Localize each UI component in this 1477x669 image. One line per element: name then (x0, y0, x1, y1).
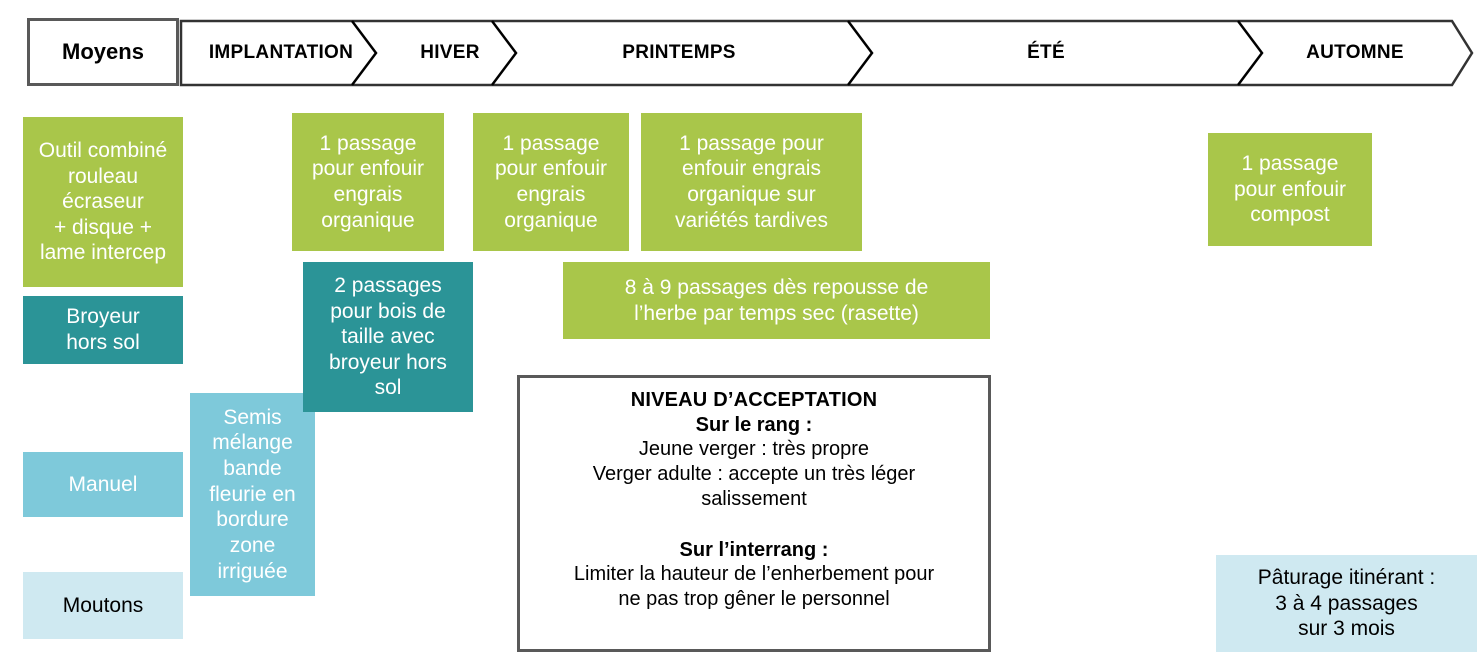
timeline-arrow-shape (179, 19, 1474, 87)
phase-label-implantation[interactable]: IMPLANTATION (208, 42, 354, 63)
acceptation-interrang-body: Limiter la hauteur de l’enherbement pour… (573, 562, 935, 610)
box-outil-combine[interactable]: Outil combiné rouleau écraseur + disque … (23, 117, 183, 287)
chevron-divider-1 (351, 20, 378, 86)
chevron-divider-4 (1237, 20, 1264, 86)
acceptation-interrang-heading: Sur l’interrang : (679, 538, 829, 561)
acceptation-rang-body: Jeune verger : très propre Verger adulte… (592, 438, 916, 511)
timeline-banner: Moyens IMPLANTATION HIVER PRINTEMPS ÉTÉ … (0, 0, 1477, 100)
box-paturage-itinerant[interactable]: Pâturage itinérant : 3 à 4 passages sur … (1216, 555, 1477, 652)
box-moutons[interactable]: Moutons (23, 572, 183, 639)
box-passage-tardives[interactable]: 1 passage pour enfouir engrais organique… (641, 113, 862, 251)
moyens-title-box[interactable]: Moyens (27, 18, 179, 86)
box-passage-hiver[interactable]: 1 passage pour enfouir engrais organique (292, 113, 444, 251)
box-broyeur-hors-sol[interactable]: Broyeur hors sol (23, 296, 183, 364)
phase-label-automne[interactable]: AUTOMNE (1306, 42, 1404, 63)
box-manuel[interactable]: Manuel (23, 452, 183, 517)
acceptation-rang-heading: Sur le rang : (695, 414, 813, 436)
phase-label-ete[interactable]: ÉTÉ (1027, 42, 1065, 63)
moyens-label: Moyens (62, 39, 144, 64)
box-deux-passages-bois[interactable]: 2 passages pour bois de taille avec broy… (303, 262, 473, 412)
box-passage-compost[interactable]: 1 passage pour enfouir compost (1208, 133, 1372, 246)
niveau-acceptation-panel: NIVEAU D’ACCEPTATION Sur le rang : Jeune… (517, 375, 991, 652)
box-passage-printemps[interactable]: 1 passage pour enfouir engrais organique (473, 113, 629, 251)
box-huit-neuf-passages[interactable]: 8 à 9 passages dès repousse de l’herbe p… (563, 262, 990, 339)
phase-label-printemps[interactable]: PRINTEMPS (622, 42, 736, 63)
box-semis-melange[interactable]: Semis mélange bande fleurie en bordure z… (190, 393, 315, 596)
chevron-divider-3 (847, 20, 874, 86)
phase-label-hiver[interactable]: HIVER (420, 42, 480, 63)
chevron-divider-2 (491, 20, 518, 86)
acceptation-title: NIVEAU D’ACCEPTATION (630, 389, 878, 411)
